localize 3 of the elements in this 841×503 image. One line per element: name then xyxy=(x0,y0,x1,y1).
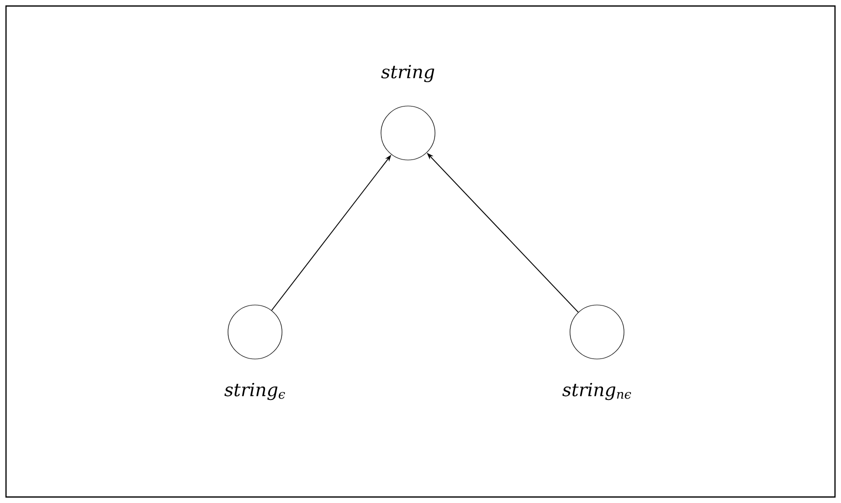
node-label: string$_{ϵ}$ xyxy=(224,382,286,400)
node-label: string xyxy=(381,64,434,82)
node-label: string$_{nϵ}$ xyxy=(562,382,632,400)
